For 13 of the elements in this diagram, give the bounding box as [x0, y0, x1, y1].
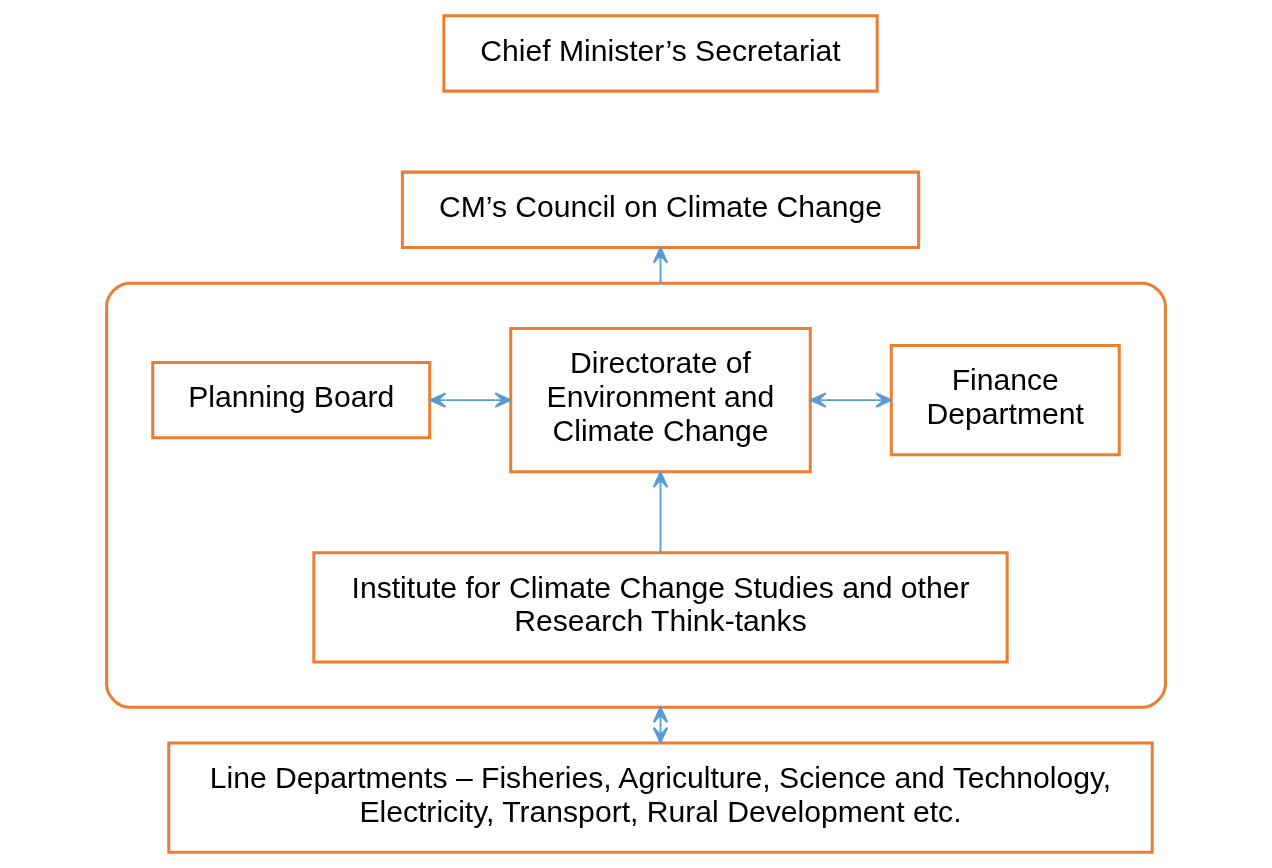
- node-box: Directorate of Environment and Climate Change: [509, 327, 812, 474]
- node-box: CM’s Council on Climate Change: [400, 170, 921, 249]
- arrow: [429, 392, 512, 408]
- arrow: [652, 246, 669, 285]
- node-box: Finance Department: [889, 343, 1121, 457]
- arrow: [652, 706, 669, 744]
- node-box: Chief Minister’s Secretariat: [442, 14, 879, 93]
- arrow: [652, 471, 669, 554]
- node-box: Institute for Climate Change Studies and other Research Think-tanks: [312, 551, 1009, 664]
- cluster: [105, 281, 1167, 709]
- node-box: Planning Board: [151, 360, 432, 440]
- arrow: [809, 392, 893, 408]
- node-box: Line Departments – Fisheries, Agriculture, Science and Technology, Electricity, Transport, Rural Development etc.: [167, 741, 1154, 854]
